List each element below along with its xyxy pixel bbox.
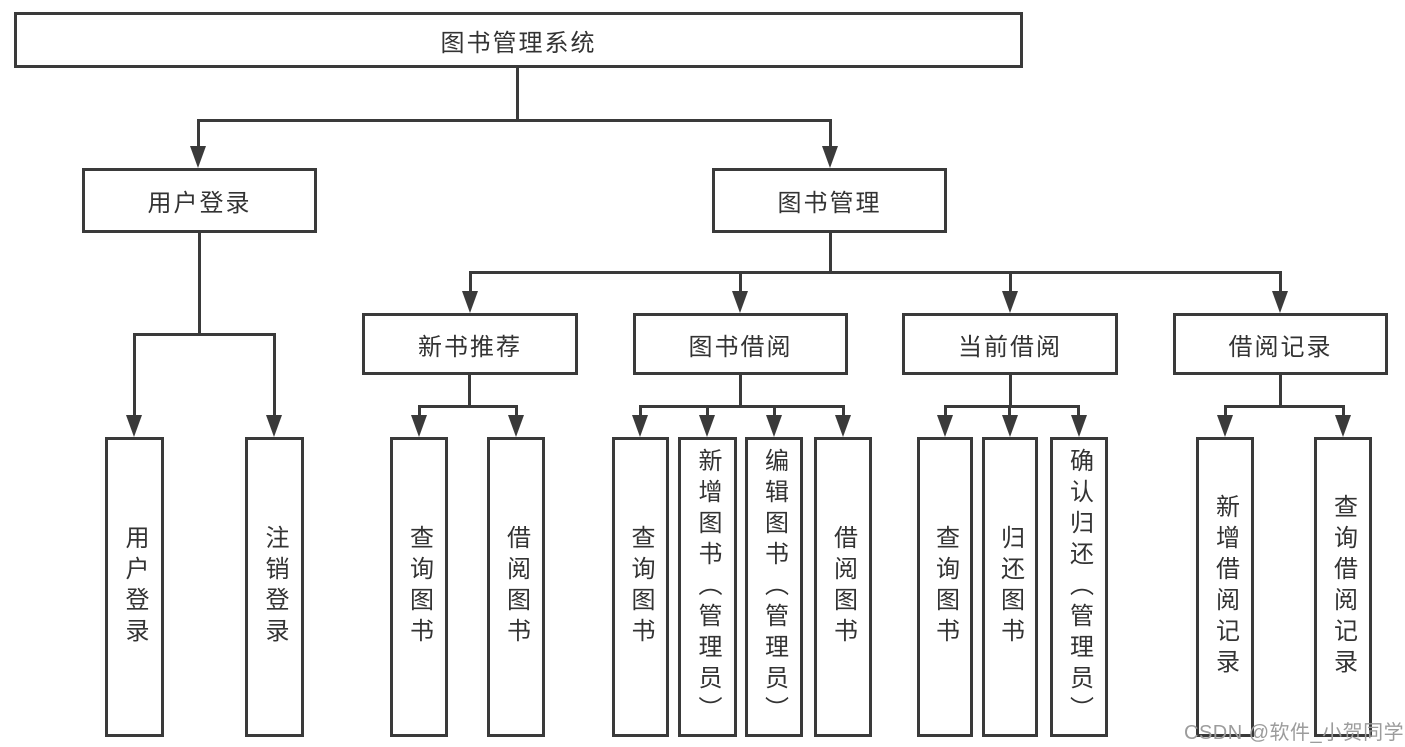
leaf-label: 用户登录: [121, 525, 148, 649]
connector-line: [1008, 405, 1011, 417]
connector-line: [418, 405, 518, 408]
leaf-label: 查询图书: [931, 525, 959, 649]
arrowhead-down-icon: [1002, 415, 1018, 437]
connector-line: [1224, 405, 1345, 408]
leaf-logout: 注销登录: [245, 437, 304, 737]
connector-line: [944, 405, 1080, 408]
node-new-book-recommendation: 新书推荐: [362, 313, 578, 375]
connector-line: [198, 233, 201, 336]
arrowhead-down-icon: [266, 415, 282, 437]
node-user-login-group: 用户登录: [82, 168, 317, 233]
connector-line: [706, 405, 709, 417]
leaf-confirm-return-admin: 确认归还（管理员）: [1050, 437, 1108, 737]
arrowhead-down-icon: [766, 415, 782, 437]
connector-line: [273, 333, 276, 417]
node-current-borrowing: 当前借阅: [902, 313, 1118, 375]
connector-line: [516, 68, 519, 121]
connector-line: [1077, 405, 1080, 417]
leaf-label: 查询图书: [405, 525, 433, 649]
leaf-add-books-admin: 新增图书（管理员）: [678, 437, 737, 737]
arrowhead-down-icon: [462, 291, 478, 313]
node-label: 新书推荐: [418, 333, 522, 361]
leaf-label: 新增借阅记录: [1211, 494, 1239, 680]
leaf-query-books-recommend: 查询图书: [390, 437, 448, 737]
connector-line: [829, 233, 832, 274]
leaf-label: 归还图书: [996, 525, 1024, 649]
node-book-management: 图书管理: [712, 168, 947, 233]
arrowhead-down-icon: [1002, 291, 1018, 313]
arrowhead-down-icon: [1217, 415, 1233, 437]
arrowhead-down-icon: [699, 415, 715, 437]
arrowhead-down-icon: [732, 291, 748, 313]
leaf-label: 借阅图书: [502, 525, 530, 649]
leaf-label: 确认归还（管理员）: [1065, 447, 1093, 727]
node-label: 当前借阅: [958, 333, 1062, 361]
leaf-label: 查询借阅记录: [1329, 494, 1357, 680]
connector-line: [842, 405, 845, 417]
connector-line: [1009, 271, 1012, 293]
node-library-management-system: 图书管理系统: [14, 12, 1023, 68]
leaf-user-login: 用户登录: [105, 437, 164, 737]
leaf-query-books-current: 查询图书: [917, 437, 973, 737]
arrowhead-down-icon: [632, 415, 648, 437]
connector-line: [773, 405, 776, 417]
node-label: 借阅记录: [1228, 333, 1333, 361]
node-label: 图书管理系统: [440, 29, 597, 57]
connector-line: [1009, 375, 1012, 408]
leaf-borrow-books: 借阅图书: [814, 437, 872, 737]
node-label: 图书管理: [777, 190, 882, 217]
arrowhead-down-icon: [1071, 415, 1087, 437]
arrowhead-down-icon: [190, 146, 206, 168]
leaf-query-borrow-record: 查询借阅记录: [1314, 437, 1372, 737]
connector-line: [469, 271, 472, 293]
connector-line: [468, 375, 471, 408]
connector-line: [739, 375, 742, 408]
leaf-label: 编辑图书（管理员）: [760, 447, 788, 727]
connector-line: [739, 271, 742, 293]
connector-line: [197, 119, 200, 149]
arrowhead-down-icon: [411, 415, 427, 437]
leaf-label: 借阅图书: [829, 525, 857, 649]
connector-line: [197, 119, 832, 122]
leaf-return-books: 归还图书: [982, 437, 1038, 737]
leaf-edit-books-admin: 编辑图书（管理员）: [745, 437, 803, 737]
node-borrowing-records: 借阅记录: [1173, 313, 1388, 375]
arrowhead-down-icon: [1335, 415, 1351, 437]
connector-line: [133, 333, 136, 417]
leaf-label: 查询图书: [627, 525, 654, 649]
leaf-query-books-borrowing: 查询图书: [612, 437, 669, 737]
arrowhead-down-icon: [937, 415, 953, 437]
csdn-watermark: CSDN @软件_小贺同学: [1184, 722, 1405, 744]
connector-line: [133, 333, 276, 336]
arrowhead-down-icon: [835, 415, 851, 437]
leaf-label: 注销登录: [261, 525, 288, 649]
leaf-borrow-books-recommend: 借阅图书: [487, 437, 545, 737]
node-book-borrowing: 图书借阅: [633, 313, 848, 375]
connector-line: [469, 271, 1282, 274]
arrowhead-down-icon: [822, 146, 838, 168]
connector-line: [639, 405, 642, 417]
connector-line: [1224, 405, 1227, 417]
connector-line: [515, 405, 518, 417]
connector-line: [944, 405, 947, 417]
connector-line: [1342, 405, 1345, 417]
leaf-label: 新增图书（管理员）: [694, 447, 721, 727]
connector-line: [1279, 375, 1282, 408]
node-label: 用户登录: [147, 190, 252, 217]
node-label: 图书借阅: [688, 333, 793, 361]
leaf-add-borrow-record: 新增借阅记录: [1196, 437, 1254, 737]
connector-line: [639, 405, 845, 408]
arrowhead-down-icon: [508, 415, 524, 437]
arrowhead-down-icon: [126, 415, 142, 437]
arrowhead-down-icon: [1272, 291, 1288, 313]
connector-line: [418, 405, 421, 417]
connector-line: [1279, 271, 1282, 293]
connector-line: [829, 119, 832, 149]
